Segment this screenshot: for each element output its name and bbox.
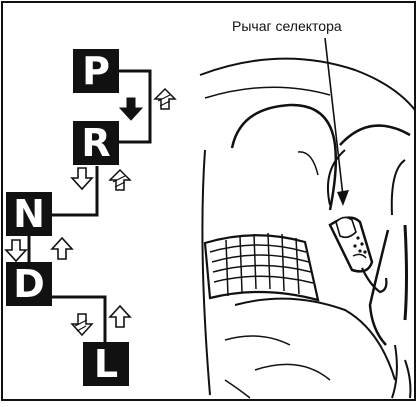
hollow-up-arrow-icon <box>50 236 74 260</box>
callout-leader <box>324 37 349 206</box>
gate-path <box>27 69 152 342</box>
hollow-down-arrow-icon <box>4 239 28 263</box>
hatched-down-arrow-icon <box>70 313 94 337</box>
hollow-up-arrow-icon <box>108 304 132 328</box>
air-vent <box>203 232 320 302</box>
gear-l: L <box>83 342 129 386</box>
figure-border <box>1 1 416 401</box>
gear-r: R <box>73 121 119 165</box>
hatched-up-arrow-icon <box>153 87 177 110</box>
gate-line-p-r <box>118 69 152 144</box>
gate-line-r-n <box>50 166 99 217</box>
solid-down-arrow-icon <box>118 97 144 121</box>
panel-edge <box>201 149 211 396</box>
steering-column <box>368 229 390 346</box>
hollow-down-arrow-icon <box>70 167 94 191</box>
gate-line-d-l <box>50 295 107 342</box>
gear-n: N <box>6 192 52 236</box>
selector-lever-callout: Рычаг селектора <box>232 18 342 34</box>
selector-lever <box>328 216 388 294</box>
gear-d: D <box>6 262 52 306</box>
hatched-up-arrow-icon <box>108 168 132 191</box>
dash-top-curve <box>199 57 416 111</box>
gauge-cluster <box>339 124 411 146</box>
dashboard-illustration <box>199 57 416 399</box>
gear-p: P <box>73 49 119 93</box>
instrument-hood <box>230 103 338 211</box>
